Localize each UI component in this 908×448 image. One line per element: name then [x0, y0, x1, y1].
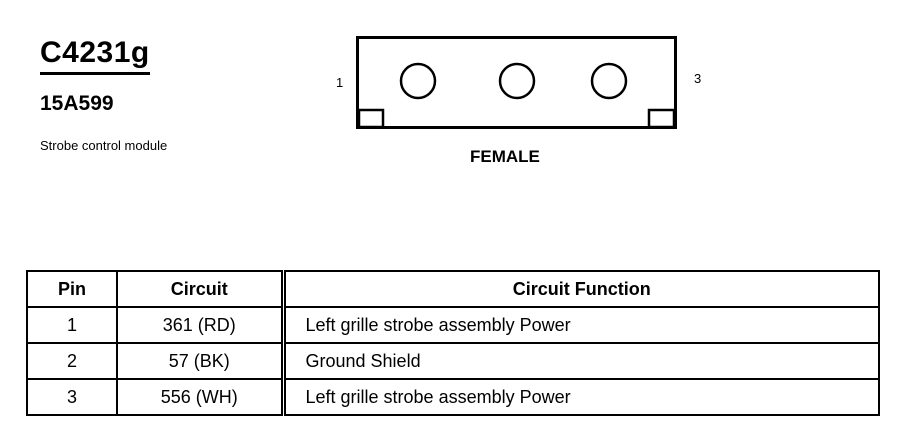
connector-description: Strobe control module — [40, 138, 168, 153]
pinout-table: Pin Circuit Circuit Function 1 361 (RD) … — [26, 270, 880, 416]
cell-circuit: 361 (RD) — [116, 306, 286, 344]
pin-label-right: 3 — [694, 71, 702, 86]
cell-function: Left grille strobe assembly Power — [282, 378, 880, 416]
cell-circuit: 57 (BK) — [116, 342, 286, 380]
pin-cavity-3 — [590, 62, 628, 100]
table-row: 1 361 (RD) Left grille strobe assembly P… — [26, 306, 880, 344]
header-circuit-function: Circuit Function — [282, 270, 880, 308]
cell-circuit: 556 (WH) — [116, 378, 286, 416]
table-row: 2 57 (BK) Ground Shield — [26, 342, 880, 380]
pin-label-left: 1 — [336, 75, 344, 90]
cell-pin: 1 — [26, 306, 118, 344]
part-number: 15A599 — [40, 92, 114, 115]
table-row: 3 556 (WH) Left grille strobe assembly P… — [26, 378, 880, 416]
keyway-right — [647, 108, 676, 129]
connector-face-diagram — [356, 36, 677, 129]
connector-id: C4231g — [40, 36, 150, 75]
cell-function: Left grille strobe assembly Power — [282, 306, 880, 344]
pin-cavity-2 — [498, 62, 536, 100]
cell-pin: 3 — [26, 378, 118, 416]
table-header-row: Pin Circuit Circuit Function — [26, 270, 880, 308]
keyway-left — [357, 108, 385, 129]
gender-label: FEMALE — [470, 147, 540, 166]
pin-cavity-1 — [399, 62, 437, 100]
cell-pin: 2 — [26, 342, 118, 380]
cell-function: Ground Shield — [282, 342, 880, 380]
header-circuit: Circuit — [116, 270, 286, 308]
header-pin: Pin — [26, 270, 118, 308]
